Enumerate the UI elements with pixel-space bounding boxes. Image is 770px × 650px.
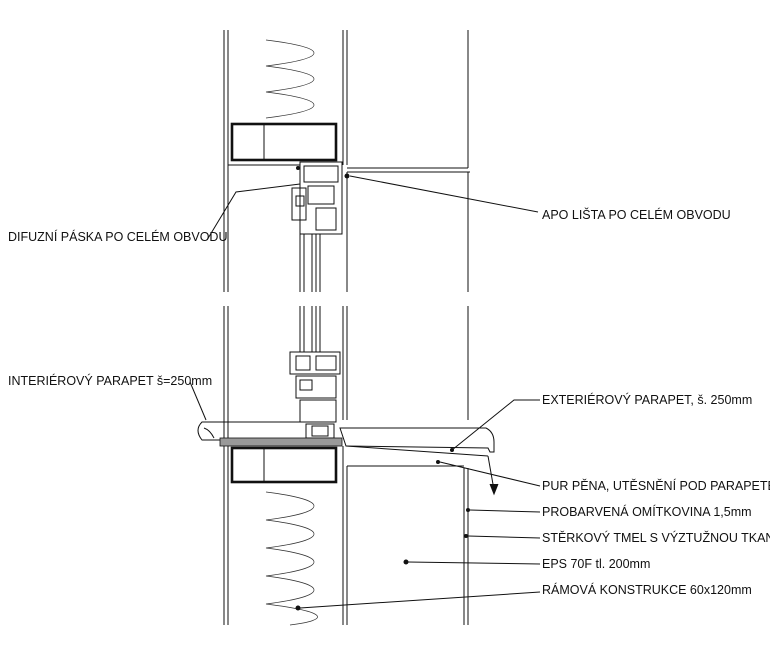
label-eps: EPS 70F tl. 200mm <box>542 557 650 571</box>
label-interior-sill: INTERIÉROVÝ PARAPET š=250mm <box>8 373 212 388</box>
labels: DIFUZNÍ PÁSKA PO CELÉM OBVODU APO LIŠTA … <box>8 207 770 597</box>
label-difuzni-paska: DIFUZNÍ PÁSKA PO CELÉM OBVODU <box>8 229 228 244</box>
insulation-hatch-bottom <box>265 491 318 626</box>
sill-section <box>197 306 499 626</box>
interior-sill-board <box>197 421 302 441</box>
head-section <box>223 30 470 292</box>
label-render: PROBARVENÁ OMÍTKOVINA 1,5mm <box>542 504 752 519</box>
frame-beam-bottom <box>230 446 338 484</box>
insulation-hatch-top <box>265 39 315 119</box>
frame-beam-top <box>230 122 338 162</box>
label-apo-lista: APO LIŠTA PO CELÉM OBVODU <box>542 207 731 222</box>
pur-foam-strip <box>219 437 343 447</box>
exterior-sill <box>339 427 495 453</box>
label-pur-foam: PUR PĚNA, UTĚSNĚNÍ POD PARAPETEM <box>542 478 770 493</box>
label-exterior-sill: EXTERIÉROVÝ PARAPET, š. 250mm <box>542 392 752 407</box>
window-profile-head <box>291 161 343 292</box>
label-frame-construction: RÁMOVÁ KONSTRUKCE 60x120mm <box>542 582 752 597</box>
window-profile-sill <box>289 306 341 439</box>
label-mesh-adhesive: STĚRKOVÝ TMEL S VÝZTUŽNOU TKANINOU <box>542 530 770 545</box>
leader-lines <box>189 175 541 609</box>
